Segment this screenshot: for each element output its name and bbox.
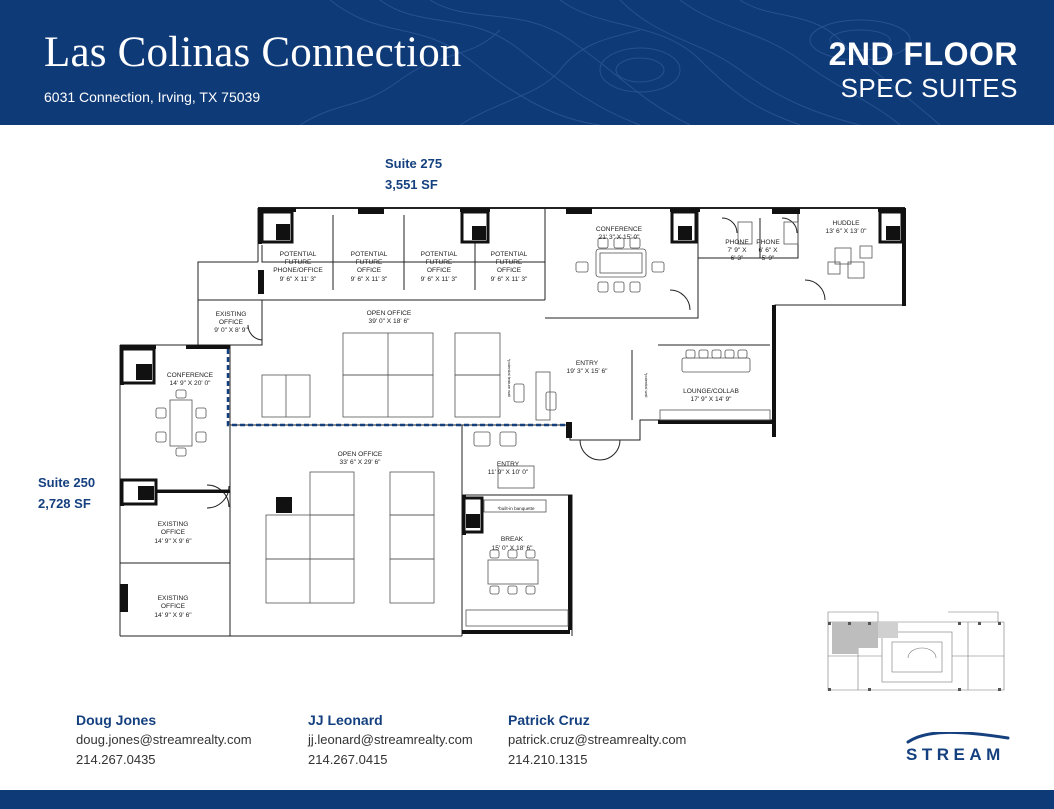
contact-phone[interactable]: 214.267.0435 (76, 752, 156, 767)
contact-name: Doug Jones (76, 712, 157, 728)
contact-name: Patrick Cruz (508, 712, 590, 728)
contact-jj-leonard: JJ Leonard jj.leonard@streamrealty.com 2… (308, 710, 473, 770)
wave-logo-icon (906, 732, 1010, 744)
contact-phone[interactable]: 214.210.1315 (508, 752, 588, 767)
spec-suites-label: SPEC SUITES (840, 73, 1018, 103)
floor-key-map (827, 611, 1005, 691)
contact-name: JJ Leonard (308, 712, 383, 728)
suite-250-name: Suite 250 (38, 475, 96, 490)
note-potential-wall: *potential wall (644, 373, 649, 398)
contact-email[interactable]: doug.jones@streamrealty.com (76, 732, 252, 747)
property-address: 6031 Connection, Irving, TX 75039 (44, 89, 261, 105)
footer-bar (0, 790, 1054, 809)
note-potential-feature-wall: *potential feature wall (507, 359, 512, 397)
header-banner: Las Colinas Connection 6031 Connection, … (0, 0, 1054, 125)
page-title: Las Colinas Connection (44, 29, 462, 76)
contact-patrick-cruz: Patrick Cruz patrick.cruz@streamrealty.c… (508, 710, 686, 770)
contact-email[interactable]: jj.leonard@streamrealty.com (308, 732, 473, 747)
note-banquette: *built-in banquette (497, 506, 534, 511)
suite-250-area: 2,728 SF (38, 496, 91, 511)
suite-275-label: Suite 275 3,551 SF (385, 153, 442, 195)
contact-email[interactable]: patrick.cruz@streamrealty.com (508, 732, 687, 747)
suite-275-area: 3,551 SF (385, 177, 438, 192)
floor-label: 2ND FLOOR (828, 36, 1018, 72)
contour-pattern (299, 0, 941, 125)
suite-250-label: Suite 250 2,728 SF (38, 472, 95, 514)
contact-phone[interactable]: 214.267.0415 (308, 752, 388, 767)
contact-doug-jones: Doug Jones doug.jones@streamrealty.com 2… (76, 710, 252, 770)
suite-275-name: Suite 275 (385, 156, 443, 171)
stream-logo-text: STREAM (906, 745, 1005, 764)
